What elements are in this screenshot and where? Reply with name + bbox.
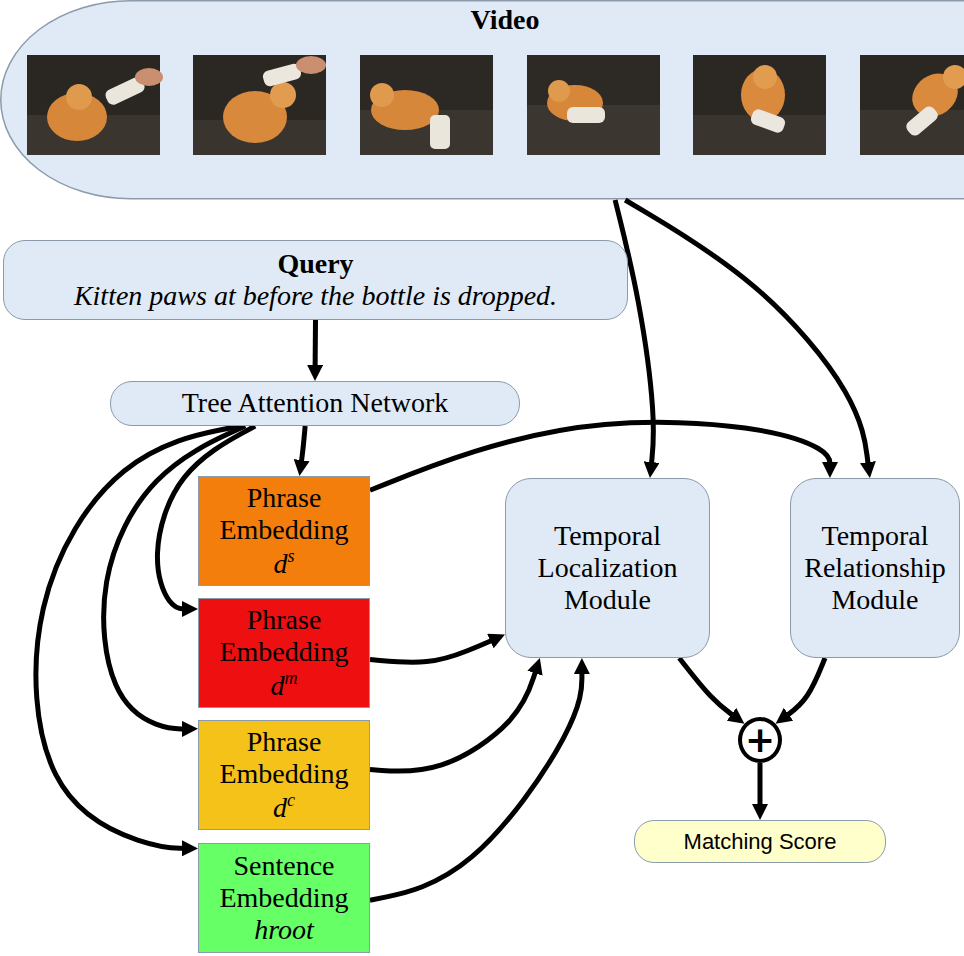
node-label: d xyxy=(273,792,287,823)
connector-arrow xyxy=(370,670,582,900)
text-line: ds xyxy=(203,546,365,580)
text-line: hroot xyxy=(203,914,365,946)
text-block: + xyxy=(742,722,778,758)
module-box: Temporal Localization Module xyxy=(505,478,710,658)
text-block: QueryKitten paws at before the bottle is… xyxy=(12,248,619,312)
text-block: Matching Score xyxy=(643,829,877,854)
video-frame xyxy=(27,55,163,155)
node-label: Phrase Embedding xyxy=(219,726,348,789)
superscript-label: s xyxy=(287,546,294,566)
text-line: Kitten paws at before the bottle is drop… xyxy=(12,280,619,312)
text-block: Video xyxy=(8,4,964,36)
connector-arrow xyxy=(615,200,653,466)
node-label: d xyxy=(273,548,287,579)
text-block: Tree Attention Network xyxy=(119,387,511,419)
text-block: Phrase Embeddingdc xyxy=(203,726,365,824)
video-frame xyxy=(360,55,493,155)
module-box: Temporal Relationship Module xyxy=(790,478,960,658)
node-label: Video xyxy=(471,4,540,35)
connector-arrow xyxy=(301,426,305,464)
text-line: Phrase Embedding xyxy=(203,482,365,546)
node-label: Matching Score xyxy=(684,829,837,854)
video-frame xyxy=(527,55,660,155)
phrase-embedding-box: Phrase Embeddingdc xyxy=(198,720,370,830)
text-line: Video xyxy=(8,4,964,36)
query-box: QueryKitten paws at before the bottle is… xyxy=(3,240,628,320)
node-label: Temporal Localization Module xyxy=(538,520,678,615)
text-block: Temporal Localization Module xyxy=(514,520,701,617)
text-block: Temporal Relationship Module xyxy=(797,520,953,617)
connector-arrow xyxy=(758,763,763,808)
node-label: Tree Attention Network xyxy=(182,387,449,418)
network-box: Tree Attention Network xyxy=(110,381,520,426)
sentence-embedding-box: Sentence Embeddinghroot xyxy=(198,843,370,953)
connector-arrow xyxy=(679,658,734,717)
connector-arrow xyxy=(785,658,825,717)
phrase-embedding-box: Phrase Embeddingdm xyxy=(198,598,370,708)
text-line: Phrase Embedding xyxy=(203,604,365,668)
text-block: Sentence Embeddinghroot xyxy=(203,850,365,947)
connector-arrow xyxy=(370,639,494,662)
text-line: dm xyxy=(203,668,365,702)
sum-circle: + xyxy=(738,717,782,763)
node-label: Query xyxy=(277,248,353,279)
text-line: Temporal Localization Module xyxy=(514,520,701,617)
node-label: Temporal Relationship Module xyxy=(804,520,946,615)
text-line: Tree Attention Network xyxy=(119,387,511,419)
node-label: + xyxy=(745,719,775,760)
text-block: Phrase Embeddingds xyxy=(203,482,365,580)
video-frame xyxy=(693,55,826,155)
node-label: Kitten paws at before the bottle is drop… xyxy=(74,280,557,311)
video-frame xyxy=(860,55,964,155)
video-band xyxy=(1,1,964,199)
text-line: Temporal Relationship Module xyxy=(797,520,953,617)
phrase-embedding-box: Phrase Embeddingds xyxy=(198,476,370,586)
video-frame xyxy=(193,55,326,155)
superscript-label: m xyxy=(285,668,298,688)
node-label: hroot xyxy=(254,914,314,945)
text-line: dc xyxy=(203,790,365,824)
video-panel: Video xyxy=(0,0,964,200)
node-label: Sentence Embedding xyxy=(219,850,348,913)
connector-arrow xyxy=(313,320,318,369)
connector-arrow xyxy=(370,669,536,771)
score-box: Matching Score xyxy=(634,820,886,863)
text-line: Phrase Embedding xyxy=(203,726,365,790)
text-block: Phrase Embeddingdm xyxy=(203,604,365,702)
node-label: d xyxy=(271,670,285,701)
node-label: Phrase Embedding xyxy=(219,482,348,545)
node-label: Phrase Embedding xyxy=(219,604,348,667)
text-line: Sentence Embedding xyxy=(203,850,365,914)
text-line: Matching Score xyxy=(643,829,877,854)
text-line: Query xyxy=(12,248,619,280)
text-line: + xyxy=(742,722,778,758)
superscript-label: c xyxy=(287,790,295,810)
